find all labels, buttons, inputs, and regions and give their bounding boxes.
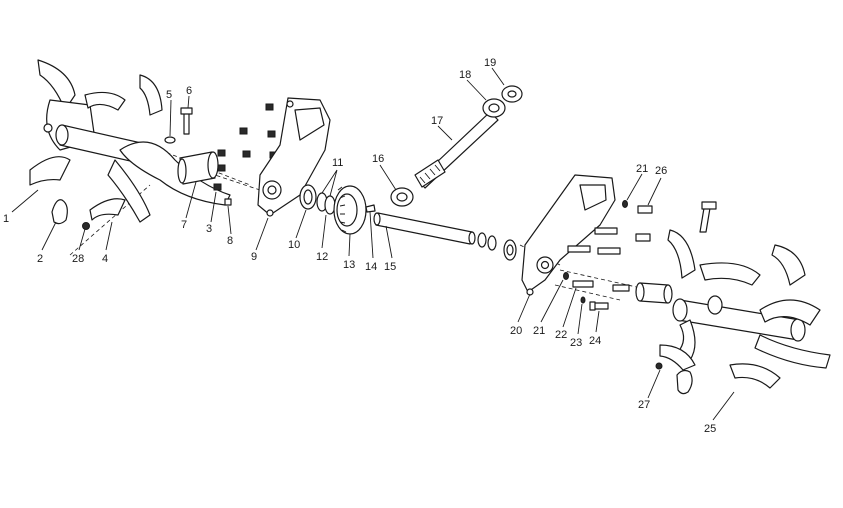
nut-part-21-upper [622,200,628,208]
callout-11: 11 [332,157,343,169]
callout-20: 20 [510,325,522,337]
bolts-part-26 [567,205,653,255]
callout-14: 14 [365,261,377,273]
key-part-14 [365,204,376,213]
callout-13: 13 [343,259,355,271]
axle-shaft-part-15 [373,212,476,245]
bearing-part-10 [299,184,317,210]
callout-16: 16 [372,153,384,165]
callout-25: 25 [704,423,716,435]
callout-7: 7 [181,219,187,231]
small-pin [612,284,630,292]
worm-shaft-part-17 [414,111,499,189]
callout-10: 10 [288,239,300,251]
worm-gear-part-13 [333,185,367,235]
right-tine-assembly-part-25 [659,229,831,389]
hex-nuts-group [213,103,278,191]
callout-labels: 1 2 28 4 5 6 7 3 8 9 10 11 12 13 14 15 1… [3,57,716,435]
callout-24: 24 [589,335,601,347]
hub-collar-right [635,282,673,304]
callout-8: 8 [227,235,233,247]
callout-4: 4 [102,253,108,265]
bearing-part-19 [501,85,523,103]
leader-lines [11,67,735,421]
callout-27: 27 [638,399,650,411]
callout-28: 28 [72,253,84,265]
gear-housing-left-part-9 [257,97,331,217]
callout-26: 26 [655,165,667,177]
callout-12: 12 [316,251,328,263]
callout-22: 22 [555,329,567,341]
tine-clip-part-27 [676,369,693,395]
callout-3: 3 [206,223,212,235]
bearing-part-16 [390,187,414,207]
callout-21-upper: 21 [636,163,648,175]
callout-21-lower: 21 [533,325,545,337]
callout-6: 6 [186,85,192,97]
pin-part-23 [580,296,586,304]
nut-part-27 [655,362,663,370]
callout-1: 1 [3,213,9,225]
callout-19: 19 [484,57,496,69]
callout-17: 17 [431,115,443,127]
tine-clip-part-2 [51,199,68,225]
bolt-part-24 [589,301,609,311]
washer-part-5 [164,136,176,144]
gear-housing-right-part-20 [521,174,616,296]
nut-part-21-lower [563,272,569,280]
callout-18: 18 [459,69,471,81]
long-bolt [699,201,717,233]
hub-collar-part-7 [177,151,219,185]
nut-part-28 [82,222,90,230]
callout-5: 5 [166,89,172,101]
left-tine-assembly [29,59,231,223]
callout-2: 2 [37,253,43,265]
callout-15: 15 [384,261,396,273]
callout-23: 23 [570,337,582,349]
bearing-part-18 [482,98,506,118]
shaft-washers [477,232,517,261]
callout-9: 9 [251,251,257,263]
square-nut-part-8 [224,198,232,206]
bolt-part-6 [180,107,193,135]
pin-part-22 [572,280,594,288]
